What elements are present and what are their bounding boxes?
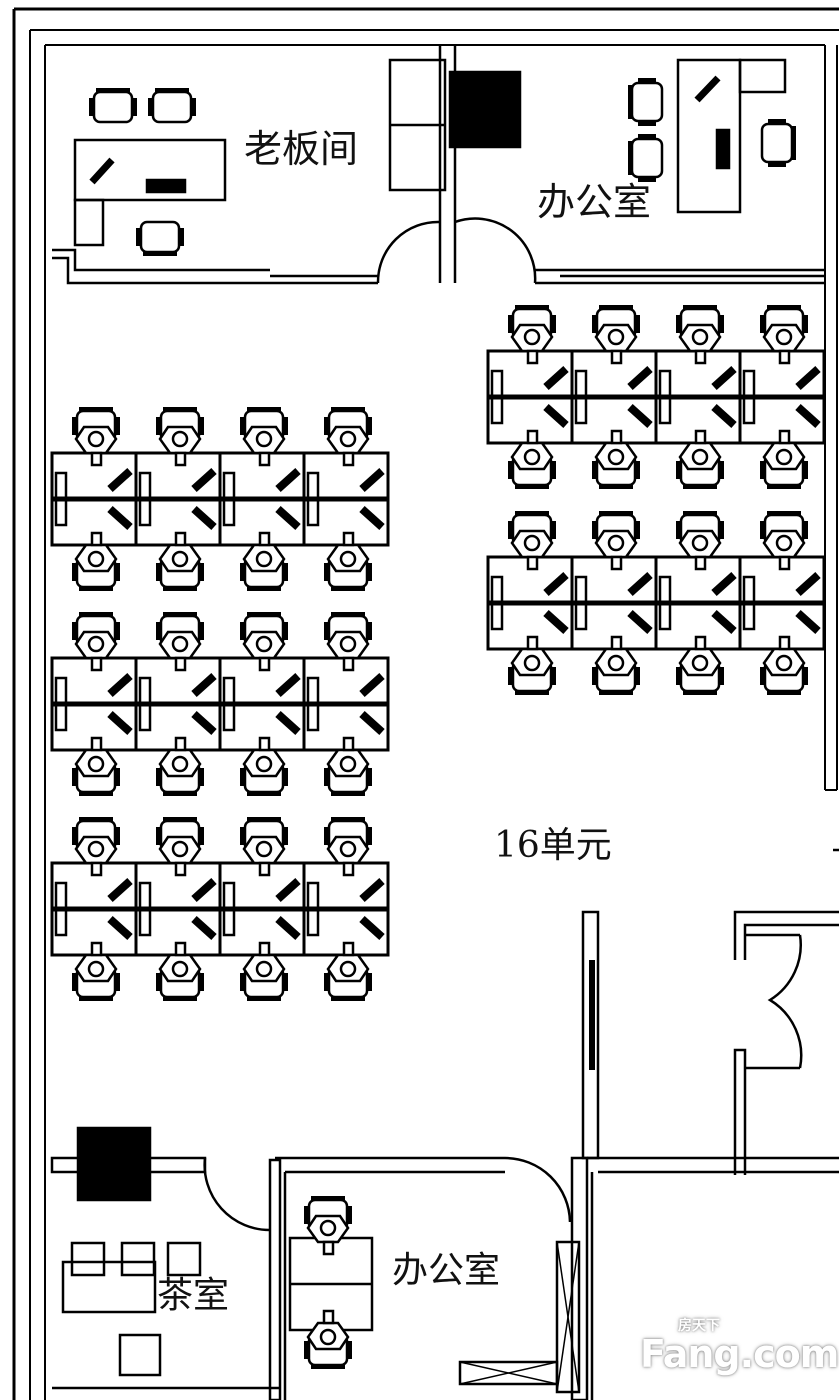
desk [654, 557, 737, 649]
room-label-unit: 16单元 [494, 825, 612, 866]
chair-icon [324, 941, 372, 1001]
chair-icon [156, 817, 204, 877]
workstation-cluster [50, 407, 390, 591]
chair-icon [72, 531, 120, 591]
desk [218, 863, 301, 955]
desk [302, 658, 385, 750]
desk [570, 351, 653, 443]
chair-icon [760, 511, 808, 571]
watermark-cn: 房天下 [678, 1318, 720, 1334]
chair-icon [676, 305, 724, 365]
chair-icon [136, 220, 184, 256]
desk [486, 557, 569, 649]
chair-icon [508, 635, 556, 695]
chair-icon [324, 817, 372, 877]
chair-icon [148, 88, 196, 124]
chair-icon [240, 407, 288, 467]
desk [738, 351, 821, 443]
watermark-en: Fang.com [640, 1332, 839, 1376]
boss-room-furniture [61, 58, 787, 1377]
chair-icon [324, 612, 372, 672]
chair-icon [628, 78, 664, 126]
desk [302, 863, 385, 955]
desk [134, 453, 217, 545]
chair-icon [592, 635, 640, 695]
desk [654, 351, 737, 443]
workstation-cluster [486, 511, 826, 695]
chair-icon [72, 407, 120, 467]
workstation-cluster [50, 817, 390, 1001]
watermark-logo: 房天下 Fang.com [640, 1318, 839, 1376]
room-label-tea: 茶室 [157, 1275, 230, 1316]
chair-icon [240, 941, 288, 1001]
chair-icon [760, 305, 808, 365]
room-label-office-bottom: 办公室 [392, 1250, 501, 1291]
workstation-cluster [50, 612, 390, 796]
chair-icon [760, 635, 808, 695]
desk [134, 863, 217, 955]
desk [218, 453, 301, 545]
desk [486, 351, 569, 443]
desk [134, 658, 217, 750]
top-room-walls [52, 45, 825, 285]
outer-walls [12, 7, 839, 1400]
desk [302, 453, 385, 545]
chair-icon [304, 1309, 352, 1369]
chair-icon [89, 88, 137, 124]
chair-icon [508, 305, 556, 365]
chair-icon [156, 531, 204, 591]
chair-icon [592, 305, 640, 365]
chair-icon [628, 134, 664, 182]
core-walls [733, 848, 839, 1175]
chair-icon [304, 1196, 352, 1256]
chair-icon [592, 511, 640, 571]
chair-icon [240, 612, 288, 672]
chair-icon [324, 736, 372, 796]
room-label-boss: 老板间 [244, 127, 359, 171]
desk [570, 557, 653, 649]
chair-icon [592, 429, 640, 489]
chair-icon [240, 817, 288, 877]
bottom-room-walls [50, 910, 839, 1400]
chair-icon [156, 941, 204, 1001]
chair-icon [72, 736, 120, 796]
chair-icon [324, 407, 372, 467]
chair-icon [72, 941, 120, 1001]
chairs [89, 78, 796, 1369]
workstation-cluster [486, 305, 826, 489]
workstation-clusters [50, 305, 826, 1001]
chair-icon [240, 736, 288, 796]
desk [218, 658, 301, 750]
chair-icon [156, 736, 204, 796]
chair-icon [676, 511, 724, 571]
chair-icon [508, 429, 556, 489]
chair-icon [156, 407, 204, 467]
room-label-office-top: 办公室 [537, 180, 652, 224]
chair-icon [508, 511, 556, 571]
desk [50, 658, 133, 750]
chair-icon [72, 612, 120, 672]
chair-icon [676, 429, 724, 489]
desk [50, 453, 133, 545]
desk [50, 863, 133, 955]
desk [738, 557, 821, 649]
chair-icon [324, 531, 372, 591]
chair-icon [760, 119, 796, 167]
chair-icon [72, 817, 120, 877]
chair-icon [240, 531, 288, 591]
chair-icon [676, 635, 724, 695]
chair-icon [156, 612, 204, 672]
chair-icon [760, 429, 808, 489]
